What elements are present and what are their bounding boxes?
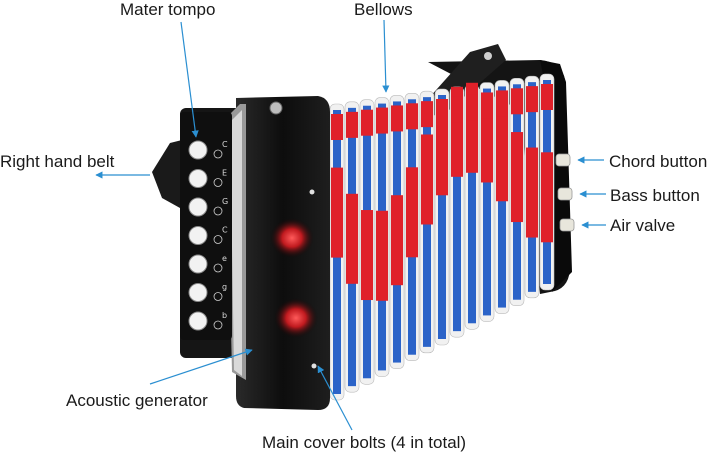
label-bellows: Bellows: [354, 0, 413, 19]
cover-bolt: [309, 189, 315, 195]
arrow-bellows: [382, 19, 390, 93]
key-letter: C: [222, 140, 228, 149]
key-letter: g: [222, 283, 227, 292]
label-right-hand-belt: Right hand belt: [0, 152, 115, 171]
treble-key-button[interactable]: [188, 283, 208, 302]
key-number-mark: [213, 320, 223, 330]
arrow-acoustic-generator: [149, 348, 253, 385]
key-letter: E: [222, 169, 227, 178]
key-letter: b: [222, 311, 227, 320]
key-letter: G: [222, 197, 228, 206]
label-acoustic-generator: Acoustic generator: [66, 391, 208, 410]
key-number-mark: [213, 206, 223, 216]
arrow-tempo: [180, 21, 199, 138]
label-cover-bolts: Main cover bolts (4 in total): [262, 433, 467, 452]
arrow-cover-bolts: [317, 365, 353, 431]
key-number-mark: [213, 178, 223, 187]
label-chord-button: Chord button: [609, 152, 708, 171]
acoustic-generator-glow-bottom: [274, 298, 318, 338]
treble-key-button[interactable]: [188, 311, 208, 331]
key-number-mark: [213, 149, 223, 159]
bellows: [329, 73, 555, 401]
key-letter: C: [222, 226, 228, 235]
key-number-mark: [213, 292, 223, 301]
treble-keyboard: C E G Ce g b: [180, 112, 232, 340]
air-valve-button[interactable]: [559, 218, 575, 232]
acoustic-generator-glow-top: [270, 218, 314, 258]
bass-button[interactable]: [557, 187, 573, 201]
key-number-mark: [213, 263, 223, 273]
treble-key-button[interactable]: [188, 140, 208, 160]
treble-key-button[interactable]: [188, 197, 208, 217]
bass-side-buttons: [555, 153, 575, 232]
chord-button[interactable]: [555, 153, 571, 167]
treble-key-button[interactable]: [188, 226, 208, 245]
label-air-valve: Air valve: [610, 216, 676, 235]
treble-key-button[interactable]: [188, 254, 208, 274]
key-letter: e: [222, 254, 227, 263]
pointer-arrows: [95, 19, 606, 431]
cover-bolt: [311, 363, 317, 369]
label-tempo: Mater tompo: [120, 0, 216, 19]
key-number-mark: [213, 235, 223, 244]
label-bass-button: Bass button: [610, 186, 700, 205]
treble-key-button[interactable]: [188, 169, 208, 188]
